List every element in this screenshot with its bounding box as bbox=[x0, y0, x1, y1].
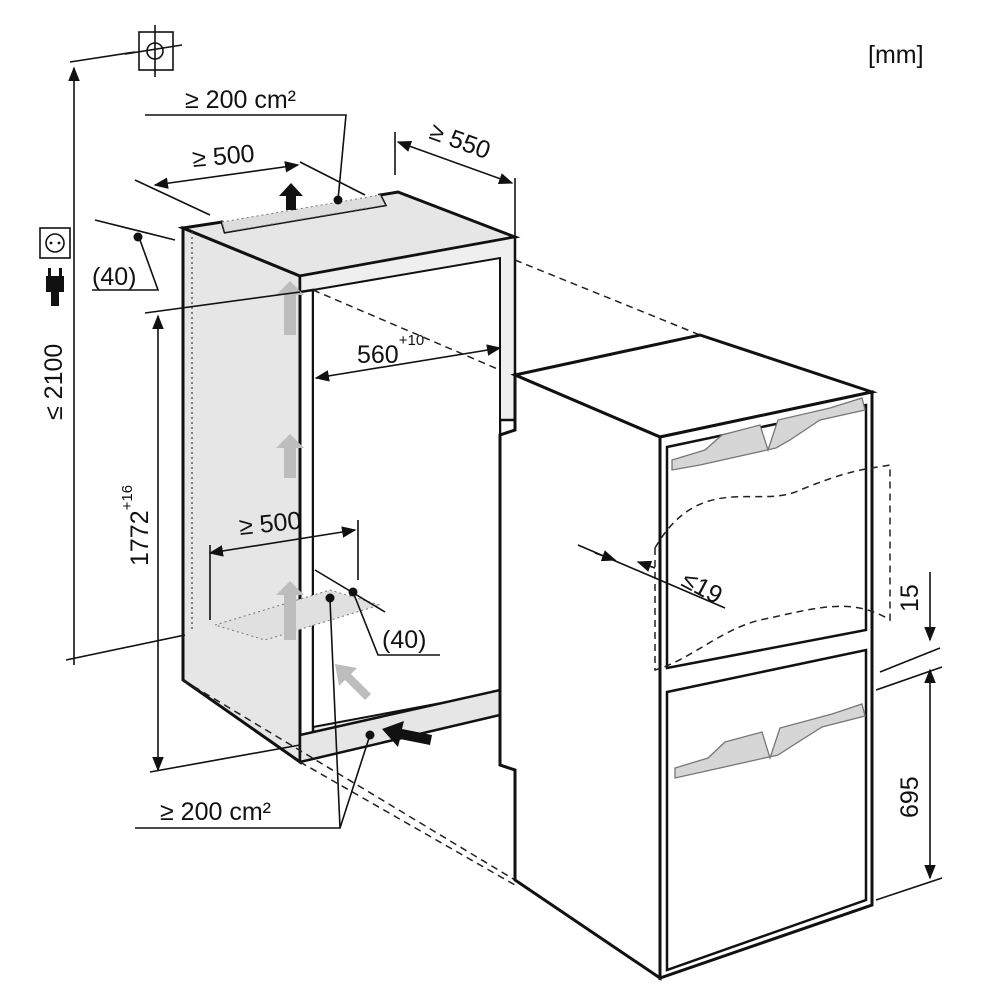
hidden-edge bbox=[514, 259, 701, 336]
plumb-position-icon bbox=[124, 25, 183, 77]
lower-door-height-label: 695 bbox=[896, 776, 924, 818]
lower-door bbox=[665, 648, 868, 972]
top-gap-label: (40) bbox=[92, 263, 136, 291]
power-plug-icon bbox=[46, 268, 64, 306]
door-gap-label: 15 bbox=[896, 584, 924, 612]
vent-marker-dot bbox=[325, 593, 335, 603]
upper-control-panel bbox=[671, 397, 866, 471]
units-label: [mm] bbox=[868, 41, 924, 69]
appliance-side bbox=[498, 372, 662, 981]
airflow-up-arrow-icon bbox=[276, 581, 304, 640]
hidden-edge bbox=[299, 761, 516, 886]
dimension-lines bbox=[65, 51, 943, 901]
hidden-edge bbox=[182, 679, 516, 881]
vent-marker-dot bbox=[333, 195, 343, 205]
vent-out-arrow-icon bbox=[279, 183, 303, 210]
top-vent-width-label: ≥ 500 bbox=[191, 140, 256, 173]
top-vent-area-label: ≥ 200 cm² bbox=[185, 86, 296, 114]
niche-height-value: 1772 bbox=[126, 510, 154, 566]
power-socket-icon bbox=[39, 227, 71, 259]
niche-width-value: 560 bbox=[357, 341, 399, 369]
bottom-gap-label: (40) bbox=[382, 626, 426, 654]
niche-width-label: 560+10 bbox=[357, 332, 424, 369]
niche-height-tolerance: +16 bbox=[119, 485, 136, 510]
niche-height-label: 1772+16 bbox=[119, 485, 154, 566]
airflow-arrows bbox=[276, 183, 432, 747]
gap-marker-dot bbox=[133, 232, 143, 242]
depth-label: ≥ 550 bbox=[426, 117, 494, 165]
vent-in-arrow-icon bbox=[382, 721, 432, 747]
max-height-label: ≤ 2100 bbox=[40, 344, 68, 420]
airflow-up-arrow-icon bbox=[276, 434, 304, 478]
bottom-vent-area-label: ≥ 200 cm² bbox=[160, 798, 271, 826]
appliance bbox=[498, 333, 891, 981]
niche-side-panel bbox=[181, 225, 302, 765]
niche-opening bbox=[312, 256, 501, 729]
bottom-vent-width-label: ≥ 500 bbox=[238, 507, 303, 541]
lower-control-panel bbox=[674, 703, 866, 779]
top-vent-opening bbox=[221, 194, 386, 233]
niche-width-tolerance: +10 bbox=[399, 332, 424, 349]
airflow-in-arrow-icon bbox=[335, 664, 371, 700]
